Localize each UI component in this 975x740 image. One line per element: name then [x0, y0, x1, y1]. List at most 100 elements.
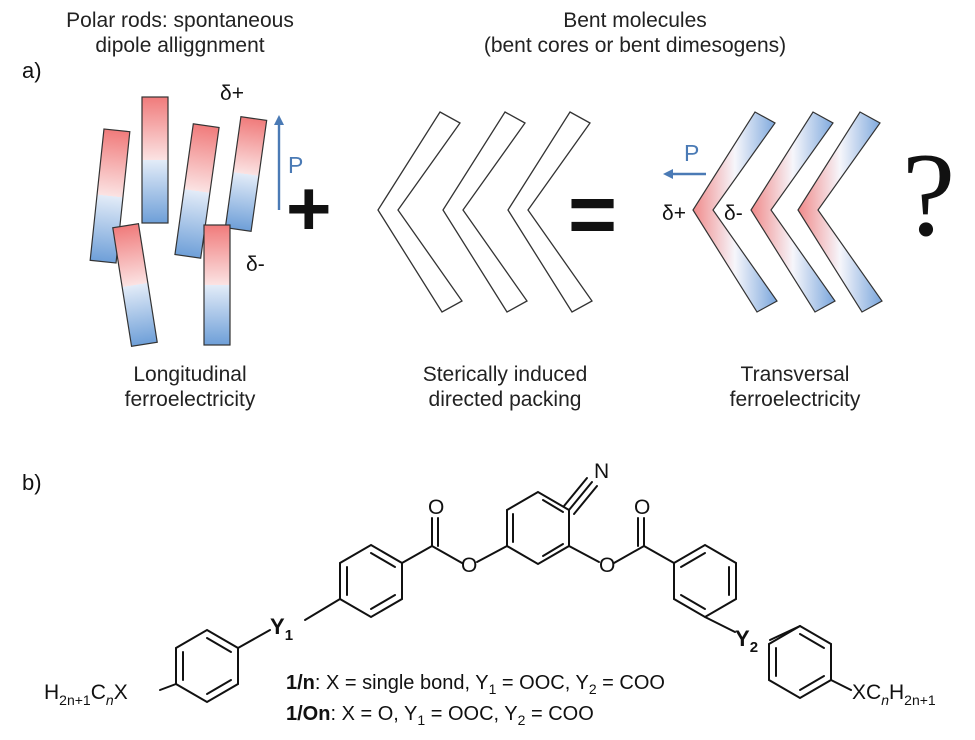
atom-o-carbonyl-right: O — [634, 496, 650, 519]
delta-minus-rods: δ- — [246, 253, 265, 276]
rod-1 — [89, 128, 131, 264]
caption-transversal: Transversal ferroelectricity — [680, 362, 910, 412]
left-chain-c: C — [91, 681, 106, 704]
bond-ring-x-left — [159, 683, 177, 691]
far-left-double-1 — [206, 637, 232, 653]
right-chain: XCnH2n+1 — [852, 681, 936, 708]
y1-sub: 1 — [285, 627, 293, 644]
right-phenyl-double-3 — [680, 594, 706, 610]
rod-2 — [141, 96, 169, 224]
left-phenyl-double-1 — [370, 552, 396, 568]
question-mark: ? — [902, 128, 956, 261]
rod-4 — [224, 116, 268, 232]
right-chain-h: H — [889, 681, 904, 704]
bond-phenyl-y1 — [304, 598, 341, 621]
title-polar-rods-line2: dipole alliggnment — [95, 34, 265, 57]
far-right-ring — [768, 624, 832, 700]
bond-c-o-left — [476, 545, 508, 563]
bond-c-o-right — [568, 545, 600, 563]
delta-plus-bent: δ+ — [662, 202, 686, 225]
left-chain: H2n+1CnX — [44, 681, 128, 708]
p-label-rods: P — [288, 152, 304, 178]
title-bent-molecules-line2: (bent cores or bent dimesogens) — [483, 34, 787, 57]
central-ring-double-3 — [542, 543, 564, 557]
caption-transversal-line1: Transversal — [740, 363, 850, 386]
plus-sign: + — [286, 164, 332, 252]
atom-y1: Y1 — [270, 614, 293, 644]
bond-y1-ring — [237, 629, 271, 649]
left-chain-sub1: 2n+1 — [59, 692, 91, 708]
polar-chevrons — [692, 111, 883, 313]
right-chain-sub2: 2n+1 — [904, 692, 936, 708]
far-left-ring — [175, 628, 239, 704]
left-phenyl-double-2 — [370, 594, 396, 610]
white-chevron-1 — [377, 111, 463, 313]
right-chain-x: X — [852, 681, 866, 704]
atom-o-ester-right: O — [599, 554, 615, 577]
atom-labels: N O O O O Y1 Y2 H2n+1CnX XCnH2n+1 — [44, 460, 936, 708]
rod-5 — [112, 223, 158, 347]
caption-sterically: Sterically induced directed packing — [370, 362, 640, 412]
compound-1on-sub1: 1 — [417, 712, 426, 728]
bond-phenyl-y2 — [704, 616, 736, 633]
y2-letter: Y — [735, 626, 750, 651]
compound-1n-text: : X = single bond, Y — [314, 672, 489, 694]
compound-1on-sub2: 2 — [517, 712, 526, 728]
bond-ester-ring-left — [401, 545, 433, 564]
right-chain-sub1: n — [881, 692, 889, 708]
far-right-double-2 — [799, 675, 825, 691]
compound-1on-text: : X = O, Y — [330, 703, 418, 725]
y2-sub: 2 — [750, 639, 758, 656]
white-chevron-3 — [507, 111, 593, 313]
bonds — [159, 477, 852, 704]
bond-o-c-left — [431, 545, 463, 564]
bond-o-c-right — [613, 545, 645, 564]
y1-letter: Y — [270, 614, 285, 639]
rod-3 — [174, 123, 220, 259]
equals-sign: = — [568, 167, 618, 261]
rod-6 — [203, 224, 231, 346]
compound-1n-text3: = COO — [596, 672, 665, 694]
bond-ring-x-right — [830, 679, 852, 691]
compound-1n-sub2: 2 — [588, 681, 597, 697]
panel-a-graphics — [89, 96, 883, 347]
left-chain-sub2: n — [106, 692, 114, 708]
compound-1on-text3: = COO — [525, 703, 594, 725]
left-phenyl — [339, 543, 403, 619]
polar-rods — [89, 96, 268, 347]
compound-1n: 1/n — [286, 672, 315, 694]
far-left-double-2 — [206, 679, 232, 695]
left-chain-h: H — [44, 681, 59, 704]
polar-chevron-2 — [750, 111, 836, 313]
bond-ester-ring-right — [643, 545, 675, 564]
p-label-bent: P — [684, 140, 700, 166]
right-phenyl — [673, 543, 737, 619]
title-bent-molecules: Bent molecules (bent cores or bent dimes… — [420, 8, 850, 58]
atom-o-carbonyl-left: O — [428, 496, 444, 519]
far-right-double-1 — [799, 633, 825, 649]
left-chain-x: X — [114, 681, 128, 704]
caption-longitudinal: Longitudinal ferroelectricity — [70, 362, 310, 412]
caption-sterically-line2: directed packing — [428, 388, 582, 411]
caption-longitudinal-line2: ferroelectricity — [124, 388, 256, 411]
title-bent-molecules-line1: Bent molecules — [563, 9, 707, 32]
compound-1on: 1/On — [286, 703, 331, 725]
compound-line-1: 1/n: X = single bond, Y1 = OOC, Y2 = COO — [286, 672, 665, 697]
right-phenyl-double-1 — [680, 552, 706, 568]
chemical-structure: N O O O O Y1 Y2 H2n+1CnX XCnH2n+1 — [44, 460, 936, 708]
atom-n: N — [594, 460, 609, 483]
cyano-triple-a — [563, 477, 588, 507]
compound-line-2: 1/On: X = O, Y1 = OOC, Y2 = COO — [286, 703, 594, 728]
compound-1n-text2: = OOC, Y — [496, 672, 589, 694]
polar-chevron-3 — [797, 111, 883, 313]
compound-1n-sub1: 1 — [488, 681, 497, 697]
caption-transversal-line2: ferroelectricity — [729, 388, 861, 411]
cyano-bond — [568, 481, 593, 511]
caption-longitudinal-line1: Longitudinal — [133, 363, 247, 386]
atom-o-ester-left: O — [461, 554, 477, 577]
title-polar-rods-line1: Polar rods: spontaneous — [66, 9, 294, 32]
white-chevron-2 — [442, 111, 528, 313]
central-ring — [506, 490, 570, 566]
panel-a-label: a) — [22, 58, 42, 83]
